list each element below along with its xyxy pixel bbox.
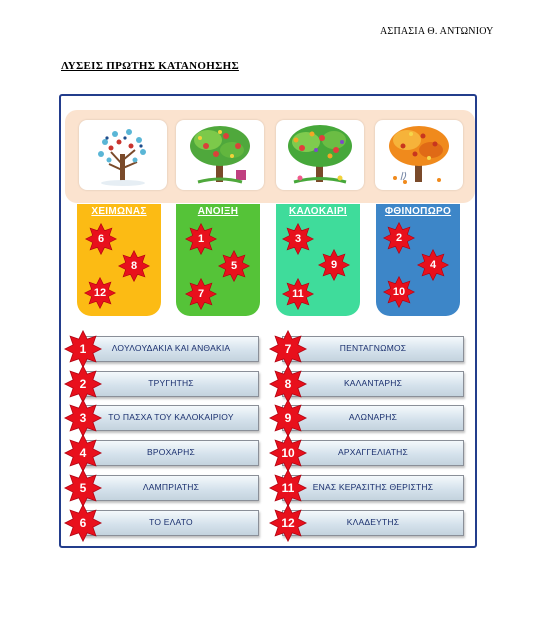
month-bar: ΤΡΥΓΗΤΗΣ xyxy=(83,371,259,397)
month-bar: ΕΝΑΣ ΚΕΡΑΣΙΤΗΣ ΘΕΡΙΣΤΗΣ xyxy=(282,475,464,501)
season-star: 2 xyxy=(383,222,415,254)
winter-tree-icon xyxy=(98,129,146,186)
month-bar: ΛΑΜΠΡΙΑΤΗΣ xyxy=(83,475,259,501)
month-bar: ΚΑΛΑΝΤΑΡΗΣ xyxy=(282,371,464,397)
tree-card-spring xyxy=(176,120,264,190)
month-bar: ΛΟΥΛΟΥΔΑΚΙΑ ΚΑΙ ΑΝΘΑΚΙΑ xyxy=(83,336,259,362)
season-star: 9 xyxy=(318,249,350,281)
author-name: ΑΣΠΑΣΙΑ Θ. ΑΝΤΩΝΙΟΥ xyxy=(380,26,494,37)
month-number-star: 6 xyxy=(64,504,102,542)
season-star: 1 xyxy=(185,223,217,255)
season-column-winter: ΧΕΙΜΩΝΑΣ xyxy=(77,204,161,316)
month-number-star: 11 xyxy=(269,469,307,507)
season-star: 3 xyxy=(282,223,314,255)
month-bar: ΚΛΑΔΕΥΤΗΣ xyxy=(282,510,464,536)
month-number-star: 10 xyxy=(269,434,307,472)
tree-card-winter xyxy=(79,120,167,190)
season-name-spring: ΑΝΟΙΞΗ xyxy=(197,206,239,217)
month-number-star: 3 xyxy=(64,399,102,437)
season-star: 4 xyxy=(417,249,449,281)
season-column-spring: ΑΝΟΙΞΗ xyxy=(176,204,260,316)
worksheet-frame xyxy=(59,94,477,548)
season-star: 10 xyxy=(383,276,415,308)
month-bar: ΑΛΩΝΑΡΗΣ xyxy=(282,405,464,431)
tree-card-autumn xyxy=(375,120,463,190)
month-bar: ΑΡΧΑΓΓΕΛΙΑΤΗΣ xyxy=(282,440,464,466)
season-star: 11 xyxy=(282,278,314,310)
season-star: 5 xyxy=(218,250,250,282)
month-number-star: 1 xyxy=(64,330,102,368)
month-number-star: 4 xyxy=(64,434,102,472)
autumn-tree-icon xyxy=(389,126,449,184)
spring-tree-icon xyxy=(190,126,250,184)
month-number-star: 5 xyxy=(64,469,102,507)
month-bar: ΤΟ ΕΛΑΤΟ xyxy=(83,510,259,536)
season-star: 7 xyxy=(185,278,217,310)
season-name-autumn: ΦΘΙΝΟΠΩΡΟ xyxy=(384,206,452,217)
month-number-star: 2 xyxy=(64,365,102,403)
summer-tree-icon xyxy=(288,125,352,184)
month-bar: ΠΕΝΤΑΓΝΩΜΟΣ xyxy=(282,336,464,362)
month-bar: ΒΡΟΧΑΡΗΣ xyxy=(83,440,259,466)
month-number-star: 9 xyxy=(269,399,307,437)
month-number-star: 12 xyxy=(269,504,307,542)
season-star: 12 xyxy=(84,277,116,309)
page-title: ΛΥΣΕΙΣ ΠΡΩΤΗΣ ΚΑΤΑΝΟΗΣΗΣ xyxy=(61,60,239,72)
tree-card-summer xyxy=(276,120,364,190)
season-star: 8 xyxy=(118,250,150,282)
season-name-winter: ΧΕΙΜΩΝΑΣ xyxy=(91,206,147,217)
season-name-summer: ΚΑΛΟΚΑΙΡΙ xyxy=(289,206,347,217)
month-number-star: 7 xyxy=(269,330,307,368)
month-number-star: 8 xyxy=(269,365,307,403)
season-star: 6 xyxy=(85,223,117,255)
month-bar: ΤΟ ΠΑΣΧΑ ΤΟΥ ΚΑΛΟΚΑΙΡΙΟΥ xyxy=(83,405,259,431)
